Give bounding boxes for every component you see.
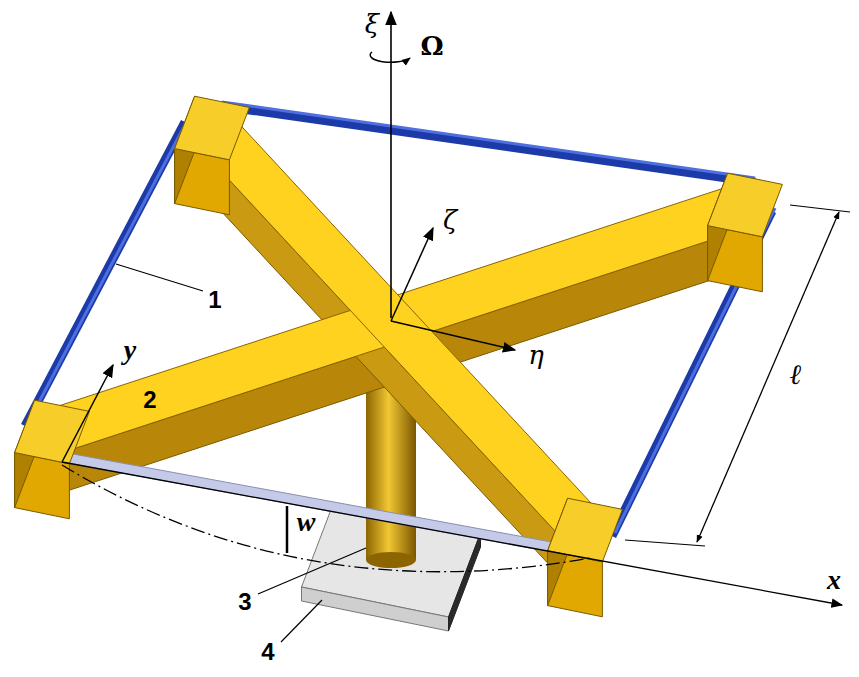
beam-top <box>615 208 775 533</box>
axis-line <box>391 321 515 350</box>
column-foot <box>366 552 416 568</box>
plate-side <box>449 533 481 631</box>
dimension-label: ℓ <box>790 361 802 389</box>
axis-line <box>62 462 842 605</box>
deflection-dimension <box>286 506 289 553</box>
corner-block <box>708 173 783 292</box>
extension-line <box>790 205 850 212</box>
axis-label: ξ <box>365 11 379 37</box>
leader-line <box>116 264 203 291</box>
beam-top <box>222 102 755 178</box>
axis-line <box>390 12 392 318</box>
axis-line <box>62 365 113 462</box>
axis-line <box>391 228 433 321</box>
leader-line <box>258 548 366 594</box>
plate-front <box>302 587 449 631</box>
corner-block <box>15 400 90 519</box>
extension-line <box>625 540 705 546</box>
corner-blocks <box>15 96 783 617</box>
rotation-arrow <box>370 52 410 62</box>
leaders <box>116 264 366 642</box>
callout-number: 2 <box>143 388 156 412</box>
dimensions <box>287 205 850 553</box>
beam-top <box>28 119 188 423</box>
deflection-curve <box>62 465 590 572</box>
rotation-label: Ω <box>420 33 443 59</box>
cross-arms <box>35 120 762 578</box>
arm-top <box>188 120 609 538</box>
axis-label: ζ <box>443 207 457 233</box>
callout-number: 4 <box>261 640 274 664</box>
callout-number: 1 <box>208 288 221 312</box>
callout-number: 3 <box>238 590 251 614</box>
beam-side <box>222 106 755 182</box>
leader-line <box>281 600 322 642</box>
axis-label: y <box>124 336 136 364</box>
axis-label: x <box>827 566 841 594</box>
axes <box>62 12 842 605</box>
corner-block <box>175 96 250 215</box>
dimension-label: w <box>297 508 316 536</box>
tested-beam <box>62 452 595 560</box>
back-beam <box>222 102 755 182</box>
length-dimension <box>697 212 839 542</box>
axis-label: η <box>528 342 544 368</box>
